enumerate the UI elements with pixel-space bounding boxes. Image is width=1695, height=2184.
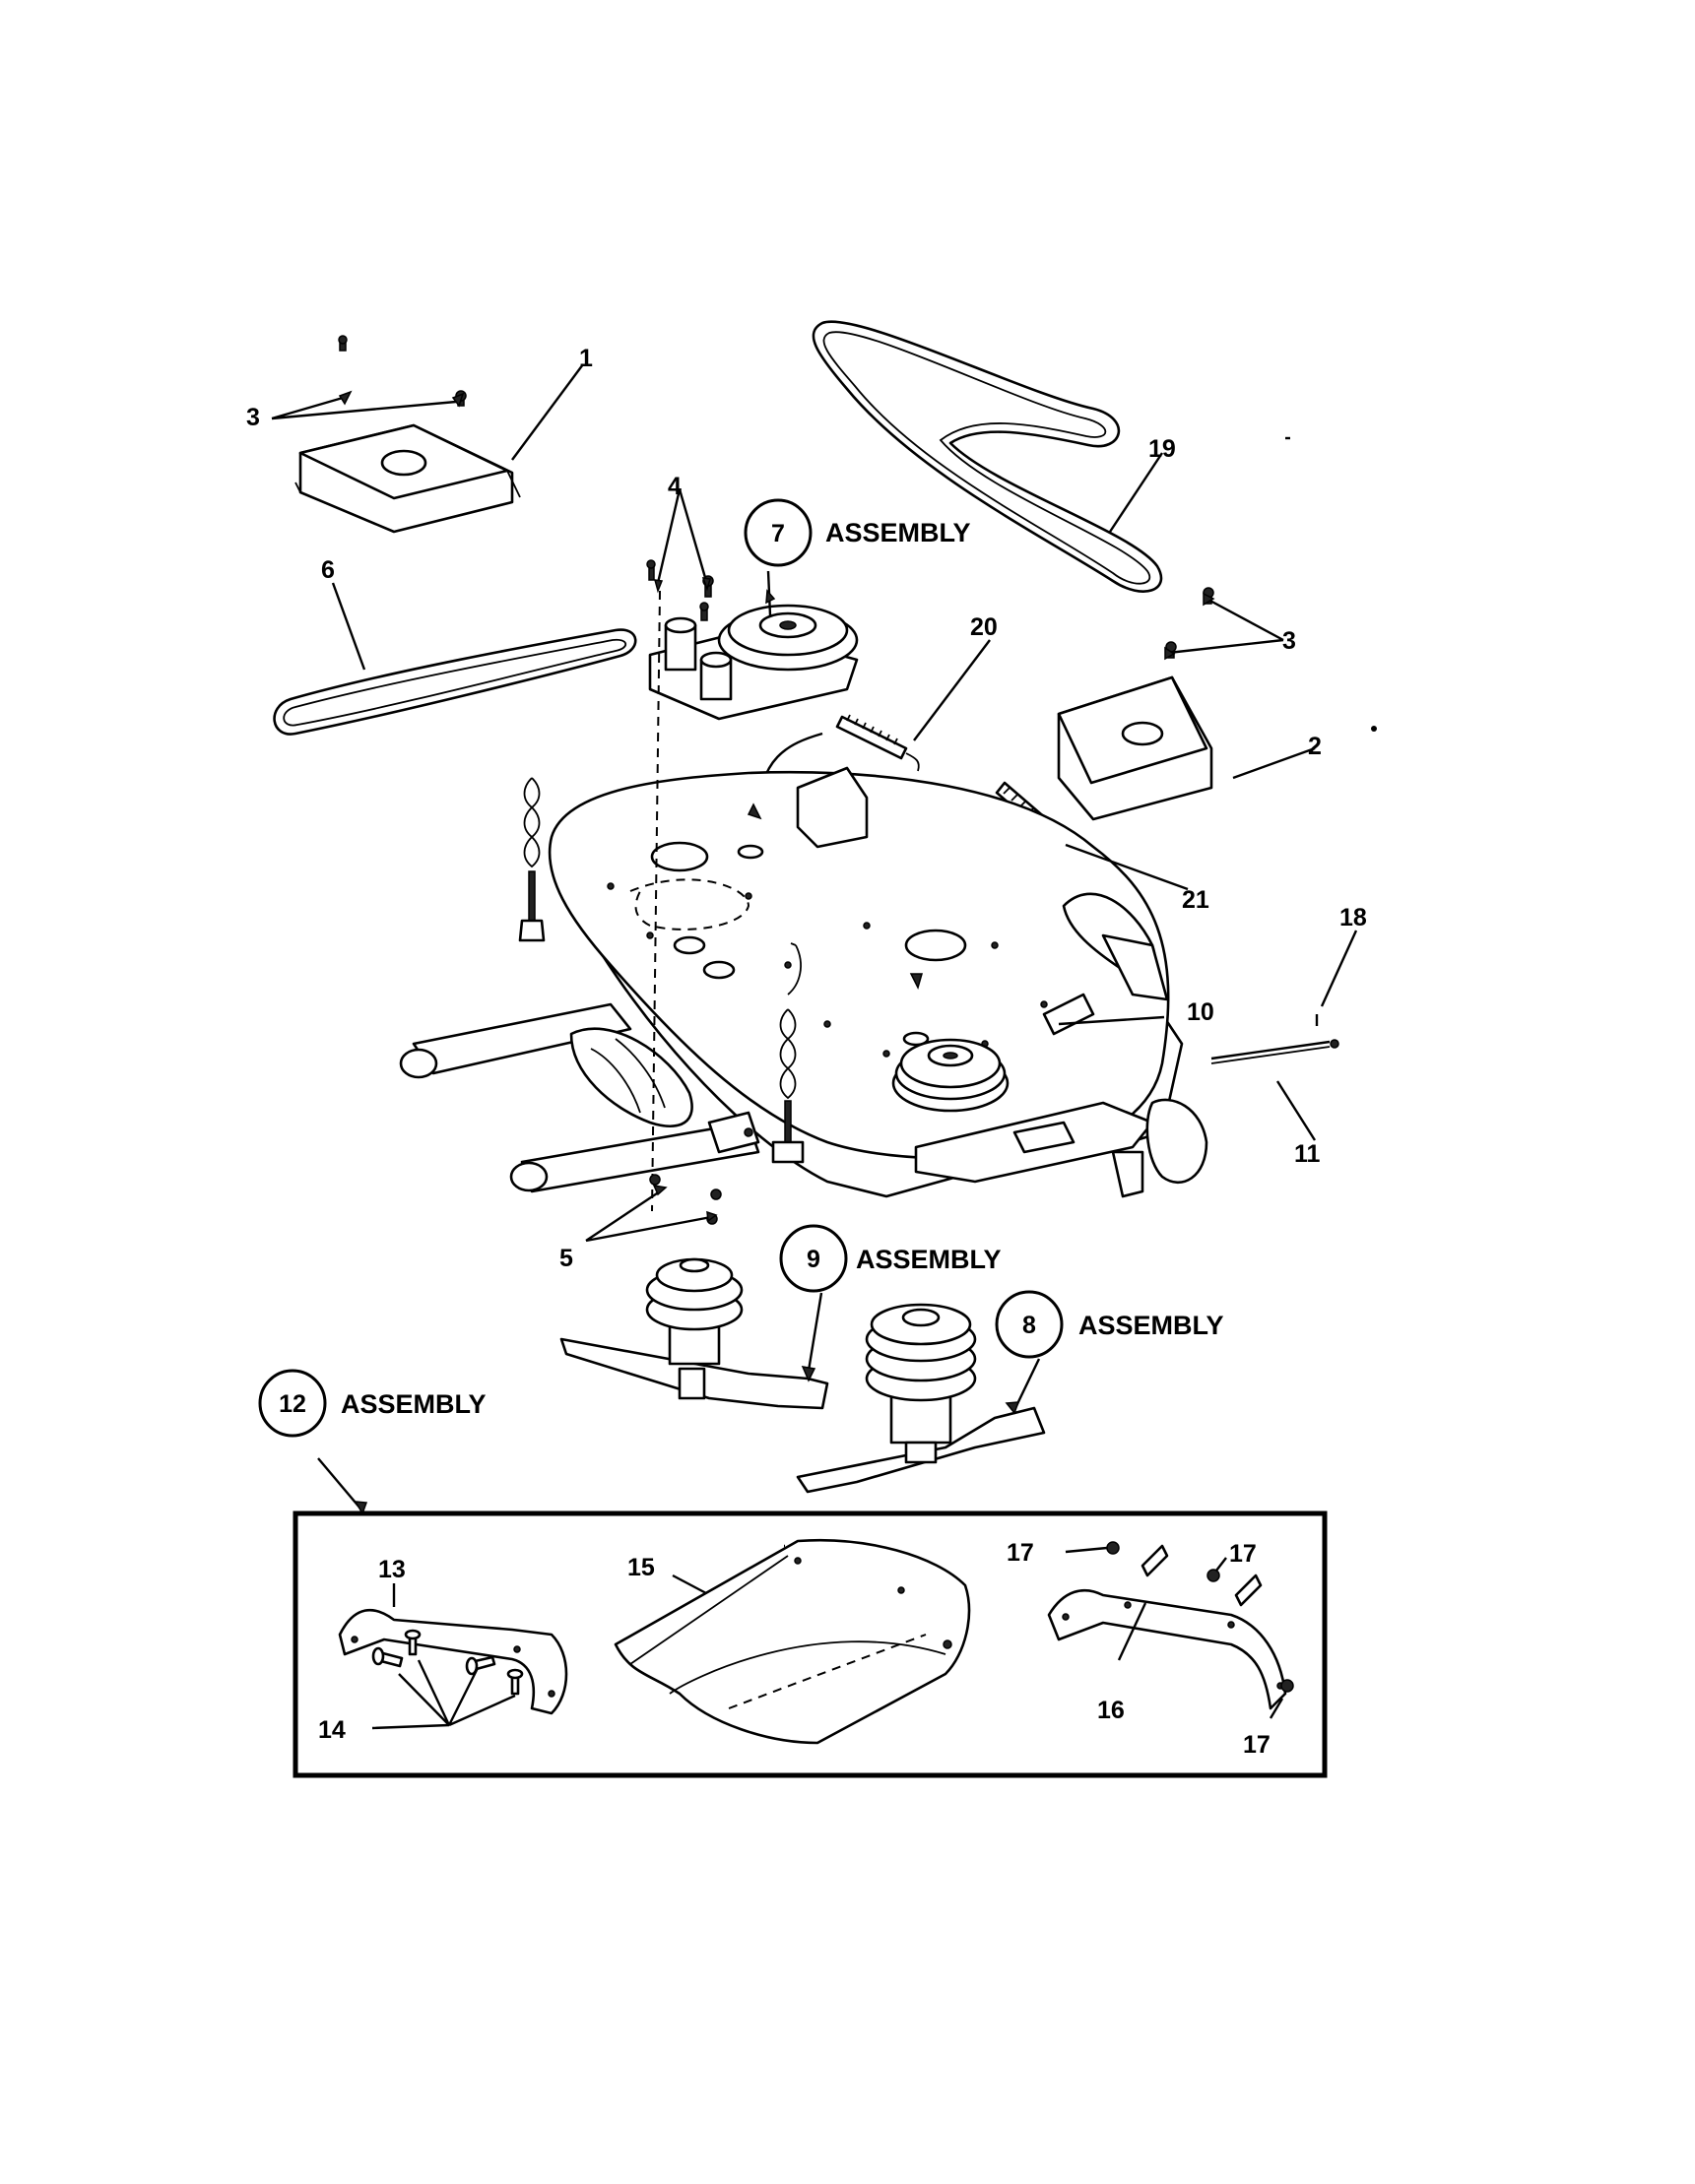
callout-5: 5 — [559, 1245, 573, 1272]
belt-cover-1 — [294, 423, 521, 534]
assembly-9-label: ASSEMBLY — [856, 1245, 1002, 1274]
assembly-7-callout: 7 ASSEMBLY — [744, 498, 971, 567]
leader-lines — [271, 363, 1358, 1730]
callout-21: 21 — [1182, 886, 1209, 914]
callout-11: 11 — [1294, 1140, 1321, 1168]
assembly-7-label: ASSEMBLY — [825, 518, 971, 547]
callout-3a: 3 — [246, 404, 260, 431]
bracket-16 — [1047, 1544, 1287, 1710]
callout-4: 4 — [668, 473, 682, 500]
assembly-9-number: 9 — [807, 1246, 820, 1273]
deck-rollers-left — [399, 1002, 760, 1193]
arrowheads — [338, 390, 1215, 1515]
assembly-12-callout: 12 ASSEMBLY — [258, 1369, 487, 1438]
assembly-7-number: 7 — [771, 520, 785, 547]
callout-17c: 17 — [1243, 1731, 1271, 1759]
rod-11 — [1210, 1014, 1339, 1064]
belt-19 — [812, 320, 1163, 593]
mower-deck — [548, 766, 1208, 1198]
assembly-12-number: 12 — [279, 1390, 306, 1418]
assembly-8-callout: 8 ASSEMBLY — [995, 1290, 1224, 1359]
callout-14: 14 — [318, 1716, 346, 1744]
spindle-8 — [796, 1303, 1046, 1494]
callout-numbers: 1 3 19 4 6 3 20 2 21 18 10 11 5 13 15 17… — [246, 345, 1367, 1759]
callout-17a: 17 — [1007, 1539, 1034, 1567]
assembly-9-callout: 9 ASSEMBLY — [779, 1224, 1002, 1293]
callout-13: 13 — [378, 1556, 406, 1583]
callout-20: 20 — [970, 613, 998, 641]
callout-10: 10 — [1187, 998, 1214, 1026]
deflector-15 — [614, 1539, 971, 1745]
lift-chains — [518, 777, 805, 1164]
belt-cover-2 — [1057, 675, 1213, 821]
callout-3b: 3 — [1282, 627, 1296, 655]
scan-speck — [1371, 726, 1377, 732]
callout-19: 19 — [1148, 435, 1176, 463]
callout-2: 2 — [1308, 733, 1322, 760]
belt-6 — [273, 628, 637, 736]
callout-1: 1 — [579, 345, 593, 372]
assembly-12-label: ASSEMBLY — [341, 1389, 487, 1419]
callout-17b: 17 — [1229, 1540, 1257, 1568]
spring-20 — [835, 714, 920, 772]
callout-15: 15 — [627, 1554, 655, 1581]
callout-18: 18 — [1339, 904, 1367, 931]
assembly-8-number: 8 — [1022, 1312, 1036, 1339]
bracket-13 — [338, 1608, 568, 1715]
callout-16: 16 — [1097, 1697, 1125, 1724]
bolts-14 — [371, 1629, 524, 1696]
idler-assembly-7 — [648, 604, 859, 721]
nuts-17 — [1106, 1541, 1294, 1693]
callout-6: 6 — [321, 556, 335, 584]
assembly-8-label: ASSEMBLY — [1078, 1311, 1224, 1340]
spindle-9 — [559, 1257, 829, 1410]
